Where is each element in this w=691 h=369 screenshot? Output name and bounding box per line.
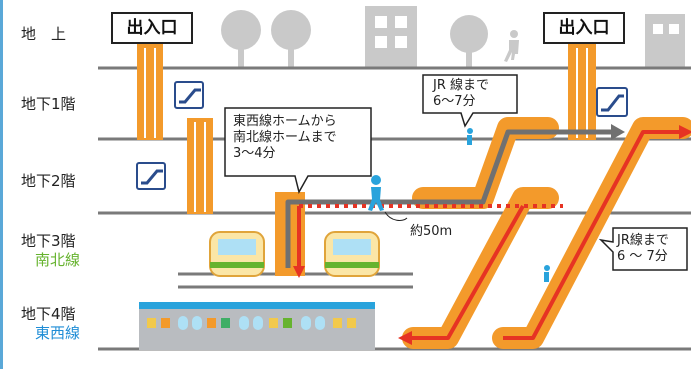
escalator-icon [136,162,166,190]
red-arrowhead-left [398,331,412,345]
gray-arrowhead [611,124,625,140]
transfer-time-note: 東西線ホームから 南北線ホームまで 3～4分 [233,114,337,161]
exit-sign-left: 出入口 [111,12,193,44]
gray-route [285,129,613,268]
building-icon [645,14,685,68]
level-b3: 地下3階 [21,232,76,250]
tree-icon [450,15,488,68]
stair-steps [144,48,588,212]
jr-time-note-right: JR線まで 6 ～ 7分 [617,233,669,264]
nanboku-line-label: 南北線 [35,251,81,269]
skyline [221,6,685,68]
nanboku-train [324,231,380,277]
red-arrowhead-down [293,266,305,278]
tozai-train [139,302,375,350]
level-ground: 地 上 [21,25,67,43]
tree-icon [221,10,311,67]
distance-label: 約50m [410,224,453,239]
red-arrowhead-right [679,125,691,139]
level-b1: 地下1階 [21,95,76,113]
level-b4: 地下4階 [21,305,76,323]
exit-sign-right: 出入口 [543,12,625,44]
red-route [297,130,681,340]
map-graphic [98,6,691,351]
distance-bracket [384,211,408,221]
walking-person-icon [504,30,519,62]
jr-time-note-top: JR 線まで 6～7分 [433,78,489,109]
walking-person-icon [368,128,550,282]
callouts [224,74,688,271]
nanboku-train [209,231,265,277]
escalator-icon [174,81,204,109]
tozai-line-label: 東西線 [35,324,81,342]
escalator-icon [596,87,628,117]
building-icon [365,6,417,68]
level-b2: 地下2階 [21,172,76,190]
